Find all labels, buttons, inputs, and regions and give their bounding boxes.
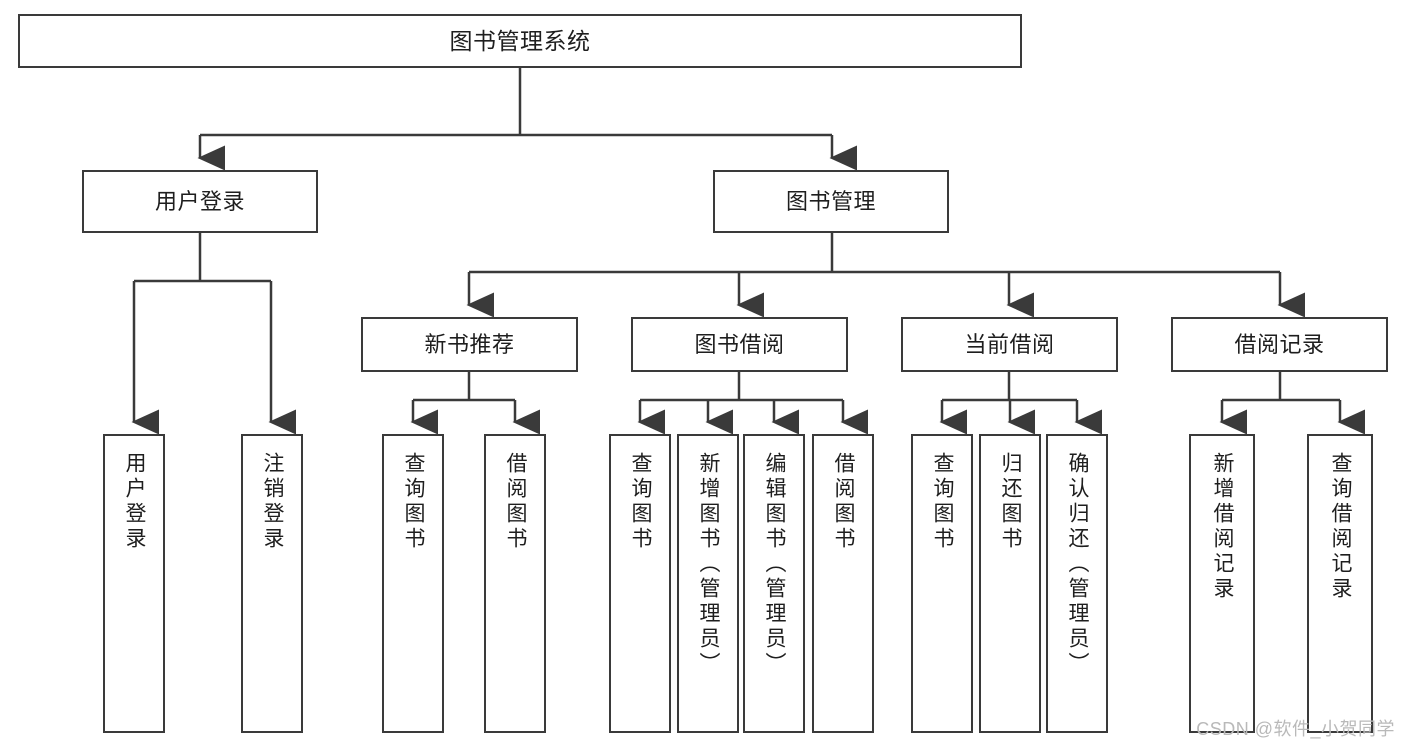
node-new-book-recommend-label: 新书推荐 — [424, 331, 515, 357]
leaf-borrow-book-1[interactable]: 借阅图书 — [484, 434, 546, 733]
node-current-borrow[interactable]: 当前借阅 — [901, 317, 1118, 372]
node-root[interactable]: 图书管理系统 — [18, 14, 1022, 68]
node-root-label: 图书管理系统 — [449, 27, 591, 54]
leaf-query-book-1[interactable]: 查询图书 — [382, 434, 444, 733]
leaf-query-book-2[interactable]: 查询图书 — [609, 434, 671, 733]
node-current-borrow-label: 当前借阅 — [964, 331, 1055, 357]
leaf-return-book-label: 归还图书 — [999, 452, 1023, 552]
leaf-query-book-1-label: 查询图书 — [402, 452, 426, 552]
node-user-login-label: 用户登录 — [154, 188, 245, 214]
node-book-manage[interactable]: 图书管理 — [713, 170, 949, 233]
node-book-borrow-label: 图书借阅 — [694, 331, 785, 357]
leaf-confirm-return-admin-label: 确认归还（管理员） — [1066, 452, 1090, 677]
leaf-query-book-2-label: 查询图书 — [629, 452, 653, 552]
leaf-add-borrow-record-label: 新增借阅记录 — [1211, 452, 1235, 602]
node-book-manage-label: 图书管理 — [785, 188, 876, 214]
leaf-add-book-admin-label: 新增图书（管理员） — [697, 452, 721, 677]
leaf-logout-login-label: 注销登录 — [261, 452, 285, 552]
leaf-query-borrow-record[interactable]: 查询借阅记录 — [1307, 434, 1373, 733]
leaf-edit-book-admin-label: 编辑图书（管理员） — [763, 452, 787, 677]
leaf-add-borrow-record[interactable]: 新增借阅记录 — [1189, 434, 1255, 733]
leaf-user-login[interactable]: 用户登录 — [103, 434, 165, 733]
leaf-query-borrow-record-label: 查询借阅记录 — [1329, 452, 1353, 602]
node-user-login[interactable]: 用户登录 — [82, 170, 318, 233]
leaf-edit-book-admin[interactable]: 编辑图书（管理员） — [743, 434, 805, 733]
leaf-borrow-book-1-label: 借阅图书 — [504, 452, 528, 552]
leaf-borrow-book-2-label: 借阅图书 — [832, 452, 856, 552]
leaf-logout-login[interactable]: 注销登录 — [241, 434, 303, 733]
node-borrow-record[interactable]: 借阅记录 — [1171, 317, 1388, 372]
node-new-book-recommend[interactable]: 新书推荐 — [361, 317, 578, 372]
leaf-add-book-admin[interactable]: 新增图书（管理员） — [677, 434, 739, 733]
watermark-text: CSDN @软件_小贺同学 — [1196, 719, 1395, 739]
leaf-user-login-label: 用户登录 — [123, 452, 147, 552]
leaf-confirm-return-admin[interactable]: 确认归还（管理员） — [1046, 434, 1108, 733]
leaf-query-book-3[interactable]: 查询图书 — [911, 434, 973, 733]
leaf-borrow-book-2[interactable]: 借阅图书 — [812, 434, 874, 733]
node-borrow-record-label: 借阅记录 — [1234, 331, 1325, 357]
node-book-borrow[interactable]: 图书借阅 — [631, 317, 848, 372]
leaf-return-book[interactable]: 归还图书 — [979, 434, 1041, 733]
leaf-query-book-3-label: 查询图书 — [931, 452, 955, 552]
